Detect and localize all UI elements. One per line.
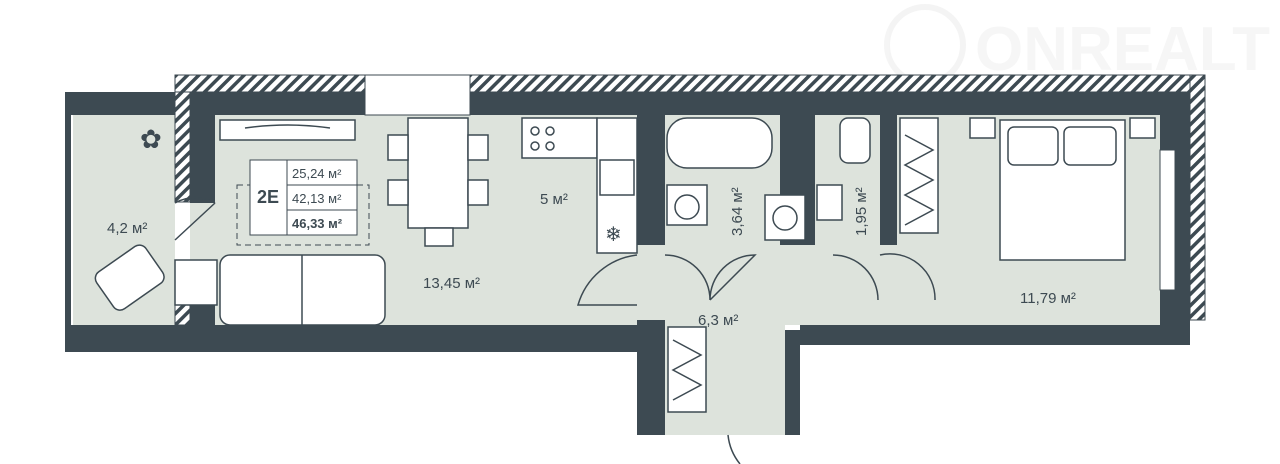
- watermark-logo: ONREALT: [884, 4, 1270, 86]
- bedroom-area: 11,79 м²: [1020, 290, 1076, 307]
- total-with-balcony: 46,33 м²: [292, 216, 343, 231]
- doors: [174, 196, 936, 464]
- bathroom-area: 3,64 м²: [729, 187, 746, 236]
- window: [71, 74, 1176, 325]
- apartment-info-box: 2E 25,24 м² 42,13 м² 46,33 м²: [236, 159, 370, 246]
- hall-area: 6,3 м²: [698, 312, 738, 329]
- apartment-type: 2E: [257, 187, 279, 207]
- balcony-area: 4,2 м²: [107, 220, 147, 237]
- snowflake-icon: ❄: [605, 224, 622, 246]
- plant-icon: ✿: [140, 124, 162, 154]
- total-area: 42,13 м²: [292, 191, 342, 206]
- svg-text:ONREALT: ONREALT: [975, 15, 1270, 84]
- living-room-area: 13,45 м²: [423, 275, 480, 292]
- kitchen-area: 5 м²: [540, 191, 568, 208]
- furniture: ✿ ❄: [94, 117, 1156, 413]
- wc-area: 1,95 м²: [853, 187, 870, 236]
- living-area: 25,24 м²: [292, 166, 342, 181]
